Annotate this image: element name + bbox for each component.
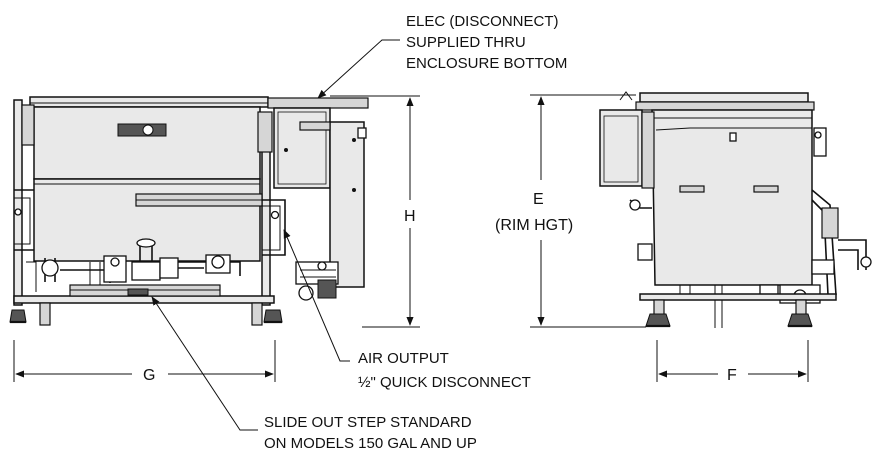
side-kettle-rim	[639, 92, 809, 103]
side-right-foot	[787, 313, 813, 327]
front-left-leg	[39, 302, 51, 326]
front-left-foot	[9, 309, 27, 323]
front-kettle-upper	[33, 106, 261, 180]
side-handle-right	[753, 185, 779, 193]
air-leader-line	[283, 229, 350, 362]
dimension-e-note: (RIM HGT)	[495, 217, 573, 234]
front-left-post	[13, 99, 23, 306]
control-panel-side	[329, 121, 365, 288]
elec-callout-line3: ENCLOSURE BOTTOM	[406, 55, 567, 72]
front-kettle-lower	[33, 178, 261, 262]
air-pump	[295, 261, 339, 301]
front-plumbing	[26, 238, 241, 292]
elec-callout-line2: SUPPLIED THRU	[406, 34, 526, 51]
side-handle-left	[679, 185, 705, 193]
enclosure-top-cap	[267, 97, 369, 109]
elec-callout-line1: ELEC (DISCONNECT)	[406, 13, 559, 30]
step-callout-line2: ON MODELS 150 GAL AND UP	[264, 435, 477, 452]
side-left-foot	[645, 313, 671, 327]
side-electrical-enclosure	[599, 109, 643, 187]
dimension-e	[530, 94, 646, 328]
front-base-rail	[13, 295, 275, 304]
step-leader-line	[151, 296, 258, 431]
front-nameplate	[117, 123, 167, 137]
air-callout-line2: ½" QUICK DISCONNECT	[358, 374, 531, 391]
side-view	[599, 91, 872, 328]
dimension-e-label: E	[533, 191, 544, 208]
dimension-h	[330, 95, 420, 328]
dimension-g-label: G	[143, 367, 155, 384]
front-right-arm	[262, 199, 286, 256]
electrical-enclosure	[273, 107, 331, 189]
dimension-g	[13, 340, 276, 382]
dimension-f-label: F	[727, 367, 737, 384]
side-base-rail	[639, 293, 837, 301]
air-callout-line1: AIR OUTPUT	[358, 350, 449, 367]
elec-leader-line	[317, 39, 400, 99]
front-view	[9, 96, 369, 326]
dimension-h-label: H	[404, 208, 416, 225]
front-right-foot	[263, 309, 283, 323]
step-callout-line1: SLIDE OUT STEP STANDARD	[264, 414, 472, 431]
dimension-f	[656, 340, 809, 382]
front-kettle-rim	[29, 96, 269, 108]
front-right-leg	[251, 302, 263, 326]
